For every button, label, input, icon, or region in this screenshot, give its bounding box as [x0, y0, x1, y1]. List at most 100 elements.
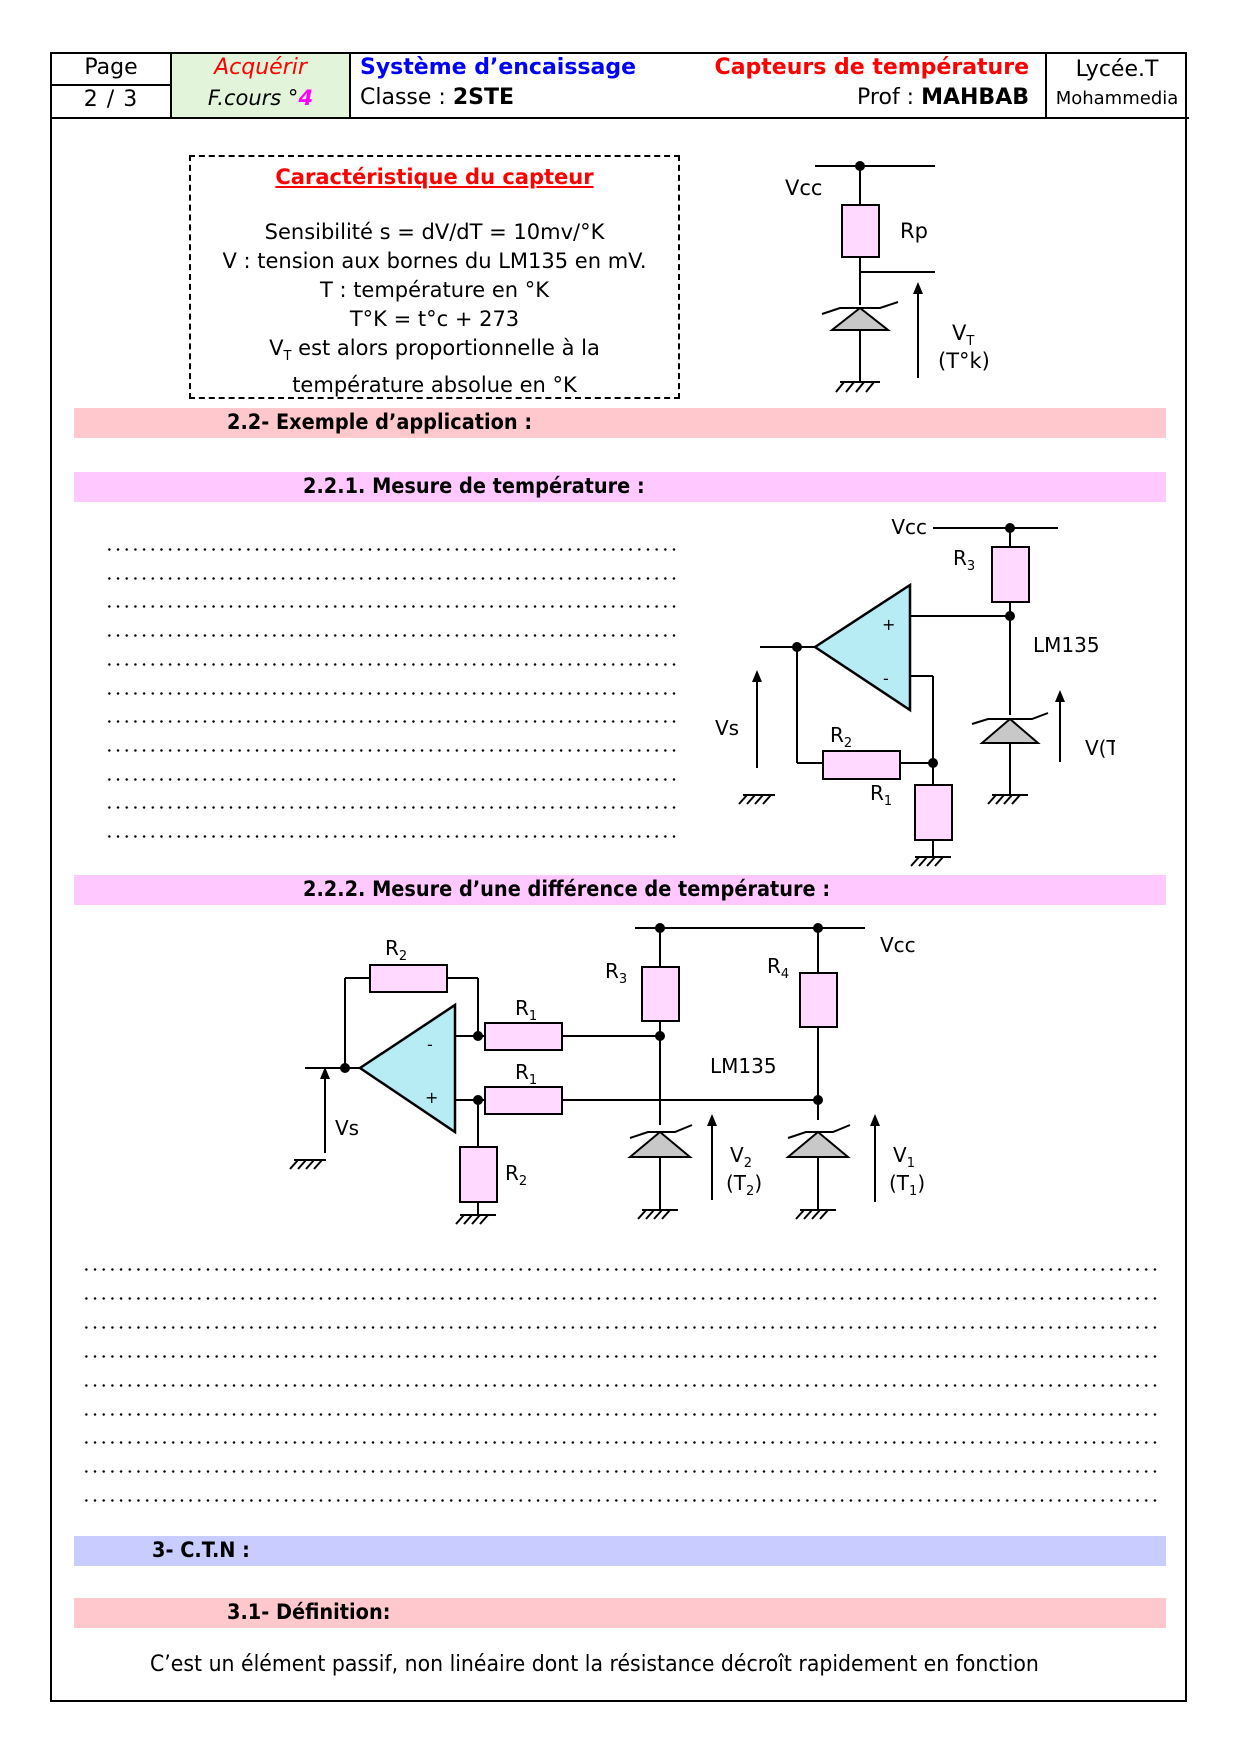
vs-label: Vs: [715, 716, 739, 740]
r3-label: R3: [953, 546, 975, 574]
answer-line[interactable]: [105, 835, 678, 838]
plus-sign: +: [882, 615, 895, 634]
lm135-basic-circuit: Vcc Rp VT (T°k): [785, 161, 990, 393]
characteristic-line: T : température en °K: [319, 278, 550, 302]
header-divider: [1045, 52, 1047, 119]
answer-line[interactable]: [105, 605, 678, 609]
activity-label: Acquérir: [214, 55, 307, 80]
answer-line[interactable]: [82, 1354, 1162, 1358]
answer-line[interactable]: [82, 1268, 1162, 1271]
characteristic-box: Caractéristique du capteur Sensibilité s…: [189, 155, 680, 399]
ground-icon: [637, 1209, 678, 1220]
section-3-1-band: 3.1- Définition:: [74, 1598, 1166, 1628]
answer-line[interactable]: [82, 1383, 1162, 1387]
vt-label: VT: [952, 321, 974, 349]
resistor-r2-feedback: [369, 964, 448, 993]
page-number: 2 / 3: [83, 87, 139, 112]
section-2-2-2-title: 2.2.2. Mesure d’une différence de tempér…: [303, 877, 831, 901]
answer-line[interactable]: [82, 1412, 1162, 1416]
vcc-label: Vcc: [785, 176, 822, 200]
answer-line[interactable]: [82, 1441, 1162, 1445]
section-3-title: 3- C.T.N :: [152, 1538, 250, 1562]
arrow-head: [870, 1114, 880, 1126]
answer-line[interactable]: [82, 1325, 1162, 1329]
r2-label: R2: [385, 936, 407, 964]
ground-icon: [910, 856, 951, 867]
r4-label: R4: [767, 954, 789, 982]
answer-line[interactable]: [82, 1499, 1162, 1503]
answer-line[interactable]: [82, 1296, 1162, 1300]
plus-sign: +: [425, 1088, 438, 1107]
header-divider: [170, 52, 172, 119]
resistor-r2: [822, 750, 901, 780]
system-title: Système d’encaissage: [360, 55, 637, 80]
answer-line[interactable]: [105, 662, 678, 666]
resistor-r2-ground: [459, 1146, 498, 1203]
topic-title: Capteurs de température: [714, 55, 1029, 80]
ground-icon: [987, 772, 1028, 805]
vcc-label: Vcc: [891, 515, 927, 539]
vs-label: Vs: [335, 1116, 359, 1140]
opamp: [357, 1002, 457, 1135]
answer-line[interactable]: [105, 548, 678, 551]
answer-line[interactable]: [105, 634, 678, 638]
resistor-r3: [641, 966, 680, 1022]
v2-label: V2: [730, 1143, 752, 1171]
arrow-head: [320, 1067, 330, 1079]
ground-icon: [795, 1209, 836, 1220]
course-prefix: F.cours °: [207, 86, 299, 110]
lm135-diode: [829, 306, 891, 331]
resistor-rp: [841, 204, 880, 258]
school-name: Lycée.T: [1075, 57, 1159, 82]
ground-icon: [455, 1214, 496, 1225]
header-divider: [349, 52, 351, 119]
prof-label: Prof :: [857, 85, 922, 110]
arrow-head: [1055, 690, 1065, 702]
r1-top-label: R1: [515, 996, 537, 1024]
vcc-label: Vcc: [880, 933, 916, 957]
v1-label: V1: [893, 1143, 915, 1171]
answer-line[interactable]: [105, 691, 678, 695]
class-label: Classe :: [360, 85, 453, 110]
resistor-r1-bottom: [484, 1086, 563, 1115]
answer-line[interactable]: [82, 1470, 1162, 1474]
arrow-head: [913, 282, 923, 294]
characteristic-title: Caractéristique du capteur: [275, 165, 594, 189]
school-city: Mohammedia: [1055, 88, 1179, 109]
section-2-2-2-band: 2.2.2. Mesure d’une différence de tempér…: [74, 875, 1166, 905]
rp-label: Rp: [900, 219, 928, 243]
page-label: Page: [84, 55, 138, 80]
section-2-2-1-band: 2.2.1. Mesure de température :: [74, 472, 1166, 502]
lm135-diode-2: [627, 1130, 693, 1158]
ground-icon: [738, 794, 775, 805]
answer-line[interactable]: [105, 777, 678, 781]
resistor-r3: [991, 546, 1030, 603]
junction-dot: [855, 161, 865, 171]
t2-label: (T2): [726, 1171, 762, 1199]
characteristic-line: température absolue en °K: [292, 373, 577, 398]
vt-temp-label: (T°k): [938, 349, 990, 373]
r3-label: R3: [605, 959, 627, 987]
characteristic-line: Sensibilité s = dV/dT = 10mv/°K: [264, 220, 605, 244]
arrow-head: [752, 670, 762, 682]
header-bottom-rule: [50, 117, 1189, 119]
r2-label: R2: [830, 723, 852, 751]
characteristic-line: VT est alors proportionnelle à la: [269, 336, 600, 365]
section-2-2-title: 2.2- Exemple d’application :: [227, 410, 533, 434]
section-2-2-1-title: 2.2.1. Mesure de température :: [303, 474, 645, 498]
answer-line[interactable]: [105, 720, 678, 724]
lm135-diode: [979, 717, 1041, 744]
resistor-r1-top: [484, 1022, 563, 1051]
vt-label: V(T): [1085, 736, 1115, 760]
header-divider: [52, 84, 170, 86]
resistor-r4: [799, 972, 838, 1028]
lm135-label: LM135: [1033, 633, 1100, 657]
ground-icon: [289, 1159, 326, 1170]
r1-label: R1: [870, 781, 892, 809]
t1-label: (T1): [889, 1171, 925, 1199]
class-value: 2STE: [452, 85, 514, 110]
answer-line[interactable]: [105, 748, 678, 752]
answer-line[interactable]: [105, 576, 678, 580]
answer-line[interactable]: [105, 806, 678, 810]
page-frame: [50, 52, 1187, 1702]
